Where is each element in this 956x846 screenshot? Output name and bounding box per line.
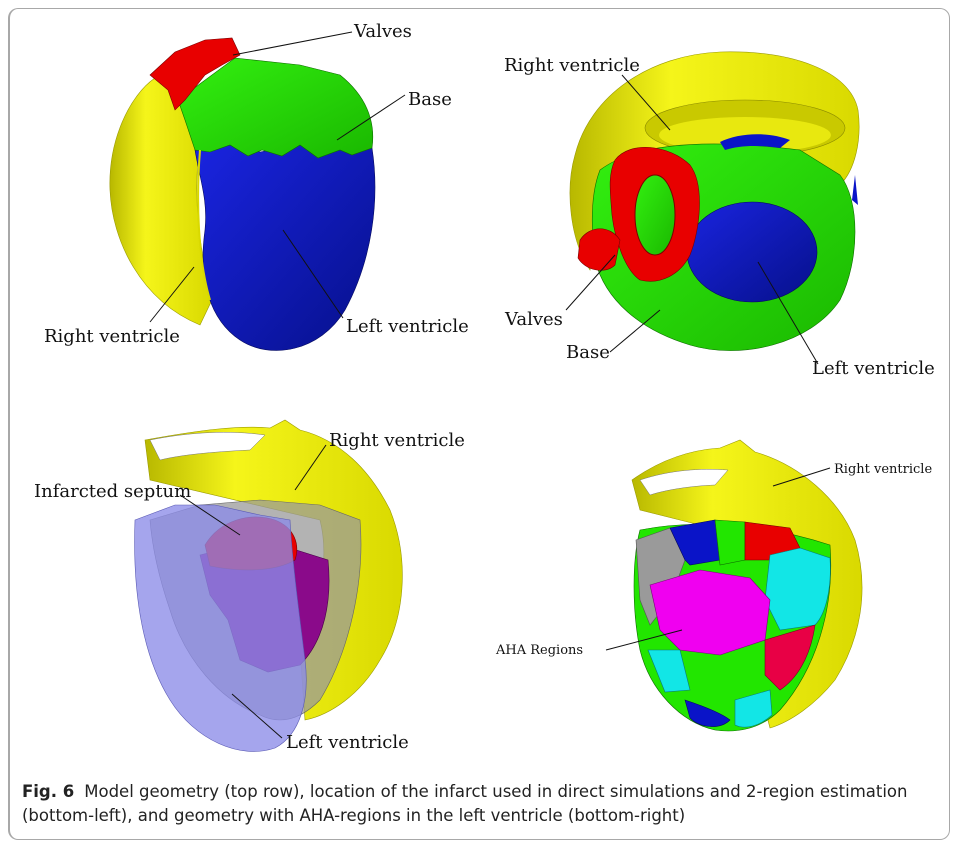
- label-aha-regions: AHA Regions: [495, 643, 583, 658]
- label-right-ventricle-bottom-right: Right ventricle: [834, 462, 932, 477]
- label-valves-top-right: Valves: [504, 309, 563, 330]
- label-infarcted-septum: Infarcted septum: [34, 481, 191, 502]
- caption-text: Model geometry (top row), location of th…: [22, 782, 907, 825]
- label-left-ventricle-bottom-left: Left ventricle: [286, 732, 409, 753]
- heart-top-left: [110, 38, 375, 350]
- label-valves-top-left: Valves: [353, 21, 412, 42]
- label-right-ventricle-top-left: Right ventricle: [44, 326, 180, 347]
- label-base-top-right: Base: [566, 342, 610, 363]
- label-right-ventricle-bottom-left: Right ventricle: [329, 430, 465, 451]
- heart-top-right: [570, 52, 859, 351]
- label-right-ventricle-top-right: Right ventricle: [504, 55, 640, 76]
- label-left-ventricle-top-left: Left ventricle: [346, 316, 469, 337]
- figure-illustrations: Valves Base Left ventricle Right ventric…: [0, 0, 956, 770]
- label-left-ventricle-top-right: Left ventricle: [812, 358, 935, 379]
- heart-bottom-left: [135, 420, 403, 751]
- heart-bottom-right: [632, 440, 862, 731]
- figure-number: Fig. 6: [22, 782, 74, 801]
- label-base-top-left: Base: [408, 89, 452, 110]
